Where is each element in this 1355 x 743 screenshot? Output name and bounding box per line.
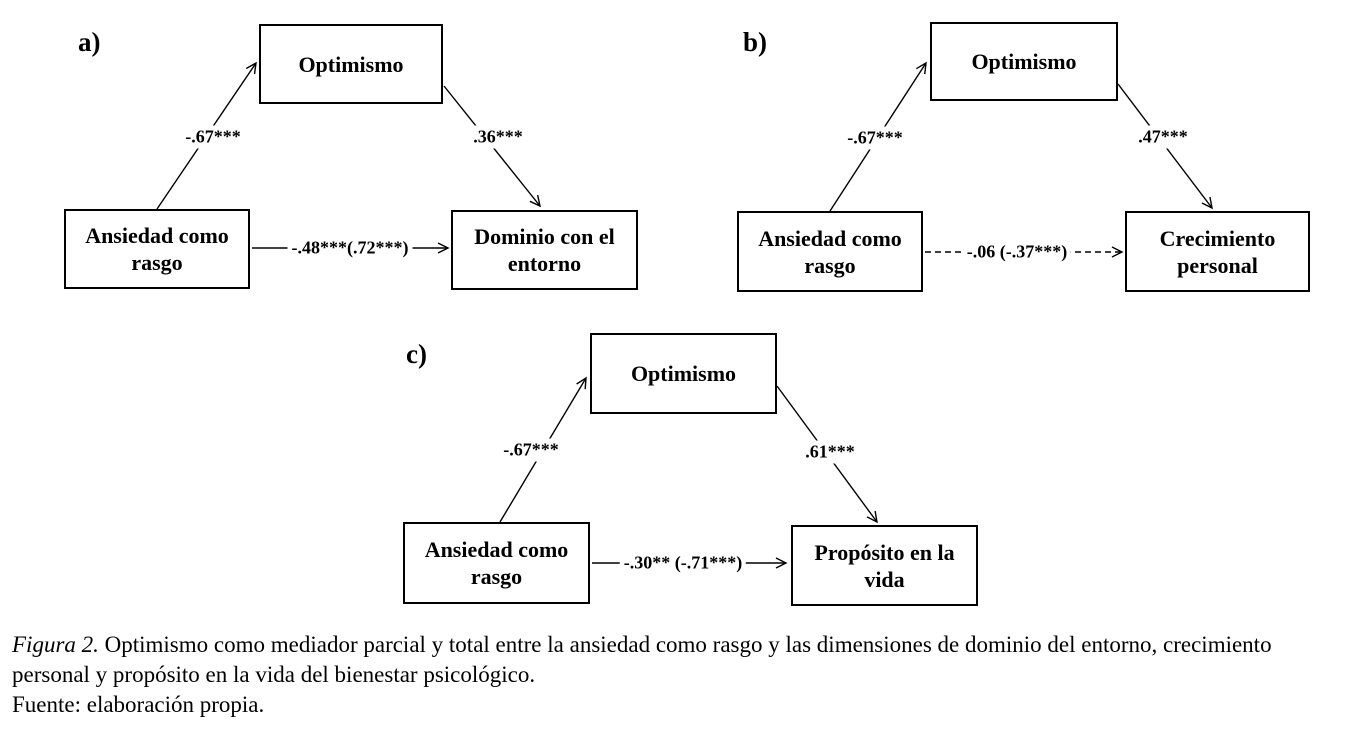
panel-a-direct-coefficient: -.48***(.72***) (287, 236, 413, 260)
panel-b-tag: b) (743, 27, 768, 57)
figure-caption: Figura 2. Optimismo como mediador parcia… (12, 630, 1322, 720)
figure-caption-source: Fuente: elaboración propia. (12, 692, 265, 717)
panel-c-mediator-box: Optimismo (590, 333, 777, 414)
panel-b-mediator-box: Optimismo (930, 22, 1118, 101)
panel-c-path-a-coefficient: -.67*** (499, 438, 563, 462)
panel-b-path-b-coefficient: .47*** (1134, 125, 1192, 149)
figure-caption-label: Figura 2. (12, 632, 99, 657)
panel-b-path-a-coefficient: -.67*** (843, 126, 907, 150)
panel-a-tag: a) (78, 27, 101, 57)
panel-a-mediator-box: Optimismo (259, 24, 443, 104)
panel-a-path-b-coefficient: .36*** (469, 125, 527, 149)
panel-c-outcome-box: Propósito en la vida (791, 525, 978, 606)
figure-caption-text: Optimismo como mediador parcial y total … (12, 632, 1272, 687)
panel-c-predictor-box: Ansiedad como rasgo (403, 522, 590, 604)
panel-c-direct-coefficient: -.30** (-.71***) (619, 551, 747, 575)
panel-c-path-b-coefficient: .61*** (801, 440, 859, 464)
panel-a-outcome-box: Dominio con el entorno (451, 210, 638, 290)
panel-b-predictor-box: Ansiedad como rasgo (737, 211, 923, 292)
panel-b-outcome-box: Crecimiento personal (1125, 211, 1310, 292)
panel-c-tag: c) (406, 339, 427, 369)
panel-b-direct-coefficient: -.06 (-.37***) (962, 240, 1072, 264)
panel-a-path-a-coefficient: -.67*** (181, 125, 245, 149)
panel-a-predictor-box: Ansiedad como rasgo (64, 209, 250, 289)
